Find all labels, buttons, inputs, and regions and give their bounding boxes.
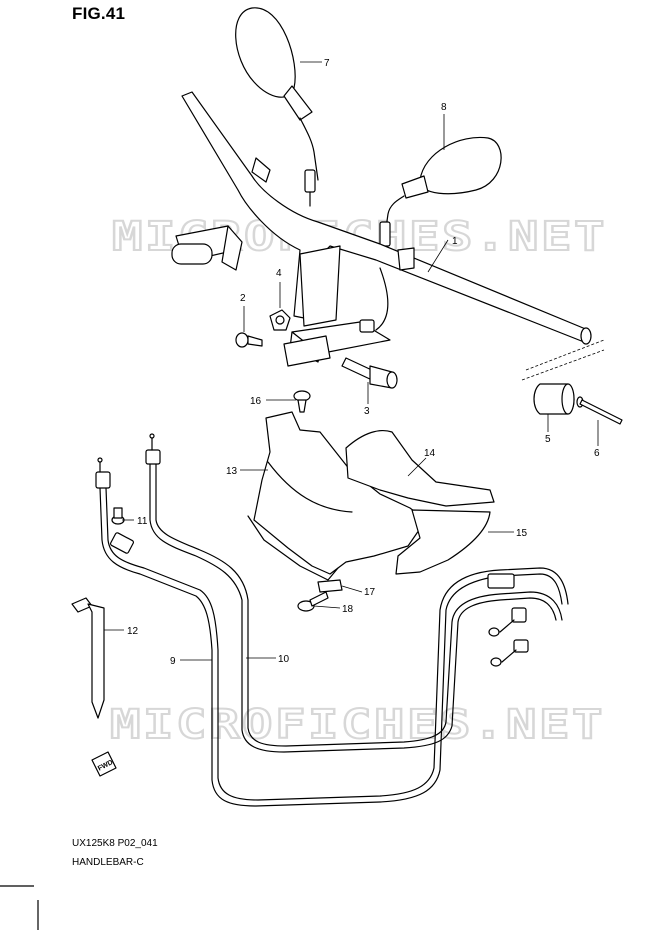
screw-18: [297, 591, 329, 612]
callout-balancer: 5: [545, 434, 551, 445]
cover-15: [395, 509, 491, 575]
mirror-right: [235, 7, 319, 207]
handlebar-holder: [283, 319, 391, 367]
callout-cover-14: 14: [424, 448, 436, 459]
bolt-small: [235, 332, 263, 348]
callout-mirror-left: 8: [441, 102, 447, 113]
border-mark: [0, 885, 39, 930]
figure-title: FIG.41: [72, 4, 126, 23]
callout-cover-15: 15: [516, 528, 528, 539]
watermark-bottom: MICROFICHES.NET: [110, 702, 605, 748]
figure-name: HANDLEBAR-C: [72, 857, 144, 868]
handlebar: [171, 91, 592, 345]
mirror-left: [379, 136, 502, 247]
callout-nut-17: 17: [364, 587, 376, 598]
balancer: [533, 383, 575, 415]
cover-14: [345, 429, 495, 507]
callout-cable-9: 9: [170, 656, 176, 667]
leader-lines: [104, 61, 605, 661]
callout-bolt-holder: 3: [364, 406, 370, 417]
cables: [99, 457, 569, 807]
nut: [269, 309, 291, 331]
cable-fittings: [95, 433, 529, 667]
callout-screw-16: 16: [250, 396, 262, 407]
callout-screw-18: 18: [342, 604, 354, 615]
bolt-holder: [341, 357, 398, 389]
callout-balancer-screw: 6: [594, 448, 600, 459]
callout-screw-11: 11: [137, 516, 148, 527]
screw-16: [293, 390, 311, 413]
nut-17: [317, 579, 343, 593]
callout-bolt-small: 2: [240, 293, 246, 304]
callout-nut: 4: [276, 268, 282, 279]
callout-mirror-right: 7: [324, 58, 330, 69]
cover-13: [247, 411, 427, 581]
screw-11: [111, 507, 125, 525]
figure-code: UX125K8 P02_041: [72, 838, 158, 849]
callout-cable-10: 10: [278, 654, 290, 665]
clamp-12: [71, 597, 105, 719]
balancer-screw: [576, 396, 623, 425]
callout-clamp-12: 12: [127, 626, 139, 637]
callout-cover-13: 13: [226, 466, 238, 477]
fwd-arrow: [91, 751, 117, 777]
callout-handlebar: 1: [452, 236, 458, 247]
